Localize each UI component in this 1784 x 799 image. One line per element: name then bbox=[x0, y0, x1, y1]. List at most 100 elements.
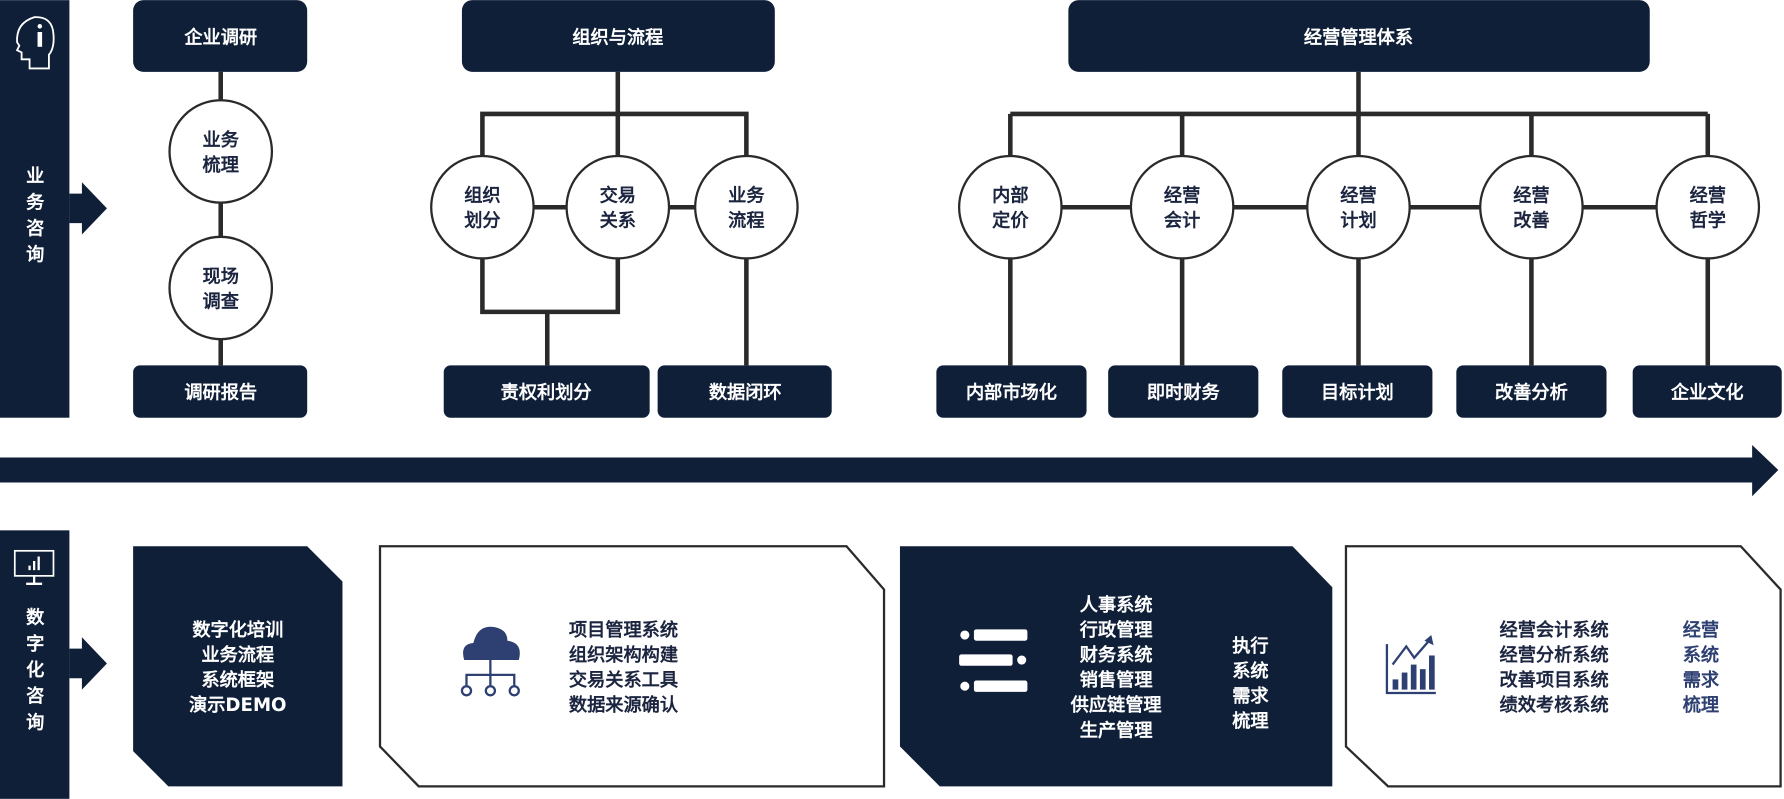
step-node: 业务 流程 bbox=[694, 154, 799, 260]
result-label: 即时财务 bbox=[1147, 381, 1221, 403]
business-consulting-label: 业 务 咨 询 bbox=[26, 166, 45, 266]
svg-text:经营管理体系: 经营管理体系 bbox=[1304, 26, 1413, 48]
svg-text:绩效考核系统: 绩效考核系统 bbox=[1500, 694, 1609, 716]
step-node bbox=[1655, 154, 1761, 260]
result-box bbox=[657, 365, 832, 418]
svg-text:流程: 流程 bbox=[728, 210, 764, 232]
step-node: 组织 划分 bbox=[430, 154, 535, 260]
result-box bbox=[1108, 365, 1259, 418]
panel-systems: 人事系统 行政管理 财务系统 销售管理 供应链管理 生产管理 执行 系统 需求 … bbox=[899, 546, 1333, 787]
svg-text:业务流程: 业务流程 bbox=[201, 644, 274, 666]
cloud-network-icon bbox=[460, 626, 520, 697]
svg-text:数据来源确认: 数据来源确认 bbox=[569, 694, 679, 716]
svg-text:交易: 交易 bbox=[600, 185, 636, 207]
node-label: 内部 bbox=[992, 185, 1028, 207]
svg-text:询: 询 bbox=[26, 244, 44, 266]
step-node bbox=[1306, 154, 1411, 260]
svg-text:需求: 需求 bbox=[1232, 685, 1269, 707]
svg-text:关系: 关系 bbox=[600, 210, 636, 232]
node-label: 经营 bbox=[1164, 185, 1200, 207]
svg-text:字: 字 bbox=[26, 633, 44, 655]
svg-text:调研报告: 调研报告 bbox=[184, 381, 257, 403]
result-box bbox=[443, 365, 650, 418]
svg-text:数字化培训: 数字化培训 bbox=[192, 619, 283, 641]
svg-text:供应链管理: 供应链管理 bbox=[1070, 694, 1162, 716]
svg-text:梳理: 梳理 bbox=[203, 154, 239, 176]
svg-text:梳理: 梳理 bbox=[1683, 694, 1719, 716]
svg-text:经营: 经营 bbox=[1683, 619, 1719, 641]
business-consulting-bar bbox=[0, 0, 70, 418]
svg-text:业务: 业务 bbox=[203, 129, 240, 151]
node-label: 计划 bbox=[1340, 210, 1376, 232]
svg-text:改善项目系统: 改善项目系统 bbox=[1500, 669, 1609, 691]
svg-text:业: 业 bbox=[26, 166, 44, 187]
svg-text:销售管理: 销售管理 bbox=[1080, 669, 1153, 691]
step-node bbox=[957, 154, 1063, 260]
step-node bbox=[168, 235, 274, 341]
svg-text:务: 务 bbox=[26, 191, 45, 213]
result-box bbox=[133, 365, 308, 418]
svg-text:经营会计系统: 经营会计系统 bbox=[1500, 619, 1609, 641]
svg-text:组织: 组织 bbox=[464, 185, 500, 207]
result-label: 企业文化 bbox=[1670, 381, 1744, 403]
monitor-chart-icon bbox=[13, 549, 55, 585]
head-info-icon bbox=[15, 16, 55, 70]
org-column: 组织与流程 组织 划分 交易 关系 业务 流程 责权利划分 数据闭环 bbox=[430, 0, 832, 418]
svg-text:化: 化 bbox=[26, 659, 44, 681]
result-box bbox=[1282, 365, 1433, 418]
node-label: 经营 bbox=[1690, 185, 1726, 207]
svg-text:组织与流程: 组织与流程 bbox=[572, 26, 663, 48]
svg-text:系统: 系统 bbox=[1232, 660, 1268, 682]
svg-text:行政管理: 行政管理 bbox=[1079, 619, 1153, 641]
svg-text:企业调研: 企业调研 bbox=[183, 26, 257, 48]
svg-text:业务: 业务 bbox=[728, 185, 765, 207]
svg-text:梳理: 梳理 bbox=[1232, 710, 1268, 732]
node-label: 会计 bbox=[1164, 210, 1200, 232]
svg-text:生产管理: 生产管理 bbox=[1080, 719, 1153, 741]
svg-text:数: 数 bbox=[26, 607, 45, 629]
arrow-right-icon bbox=[69, 182, 107, 235]
panel-training: 数字化培训 业务流程 系统框架 演示DEMO bbox=[133, 546, 343, 787]
svg-text:经营分析系统: 经营分析系统 bbox=[1500, 644, 1609, 666]
result-label: 内部市场化 bbox=[966, 381, 1057, 403]
node-label: 定价 bbox=[992, 210, 1029, 232]
result-label: 改善分析 bbox=[1495, 381, 1568, 403]
result-box bbox=[1632, 365, 1782, 418]
svg-text:人事系统: 人事系统 bbox=[1080, 594, 1153, 616]
svg-text:调查: 调查 bbox=[203, 290, 240, 312]
svg-text:系统: 系统 bbox=[1683, 644, 1719, 666]
step-node: 交易 关系 bbox=[565, 154, 671, 260]
result-label: 目标计划 bbox=[1321, 381, 1394, 403]
svg-text:咨: 咨 bbox=[26, 218, 44, 240]
svg-text:划分: 划分 bbox=[464, 210, 501, 232]
svg-text:执行: 执行 bbox=[1232, 635, 1268, 657]
step-node bbox=[1129, 154, 1235, 260]
step-node bbox=[1479, 154, 1584, 260]
svg-text:询: 询 bbox=[26, 711, 44, 733]
survey-column: 企业调研 业务 梳理 现场 调查 调研报告 bbox=[133, 0, 308, 418]
survey-title-box bbox=[133, 0, 308, 72]
arrow-right-icon bbox=[69, 637, 107, 690]
svg-text:咨: 咨 bbox=[26, 685, 44, 707]
node-label: 哲学 bbox=[1690, 210, 1726, 232]
svg-text:责权利划分: 责权利划分 bbox=[501, 381, 593, 403]
svg-text:数据闭环: 数据闭环 bbox=[709, 381, 782, 403]
svg-text:财务系统: 财务系统 bbox=[1080, 644, 1153, 666]
node-label: 经营 bbox=[1513, 185, 1549, 207]
timeline-arrow bbox=[0, 445, 1779, 497]
node-label: 经营 bbox=[1340, 185, 1376, 207]
svg-text:交易关系工具: 交易关系工具 bbox=[569, 669, 679, 691]
node-label: 改善 bbox=[1513, 210, 1549, 232]
mgmt-title-box bbox=[1068, 0, 1650, 72]
growth-chart-icon bbox=[1385, 635, 1436, 695]
panel-management-systems: 经营会计系统 经营分析系统 改善项目系统 绩效考核系统 经营 系统 需求 梳理 bbox=[1344, 545, 1782, 788]
svg-text:项目管理系统: 项目管理系统 bbox=[569, 619, 678, 641]
panel-project: 项目管理系统 组织架构构建 交易关系工具 数据来源确认 bbox=[378, 545, 886, 788]
svg-text:演示DEMO: 演示DEMO bbox=[189, 694, 286, 716]
result-box bbox=[936, 365, 1087, 418]
org-title-box bbox=[461, 0, 775, 72]
result-box bbox=[1456, 365, 1607, 418]
digital-consulting-label: 数 字 化 咨 询 bbox=[26, 607, 45, 734]
